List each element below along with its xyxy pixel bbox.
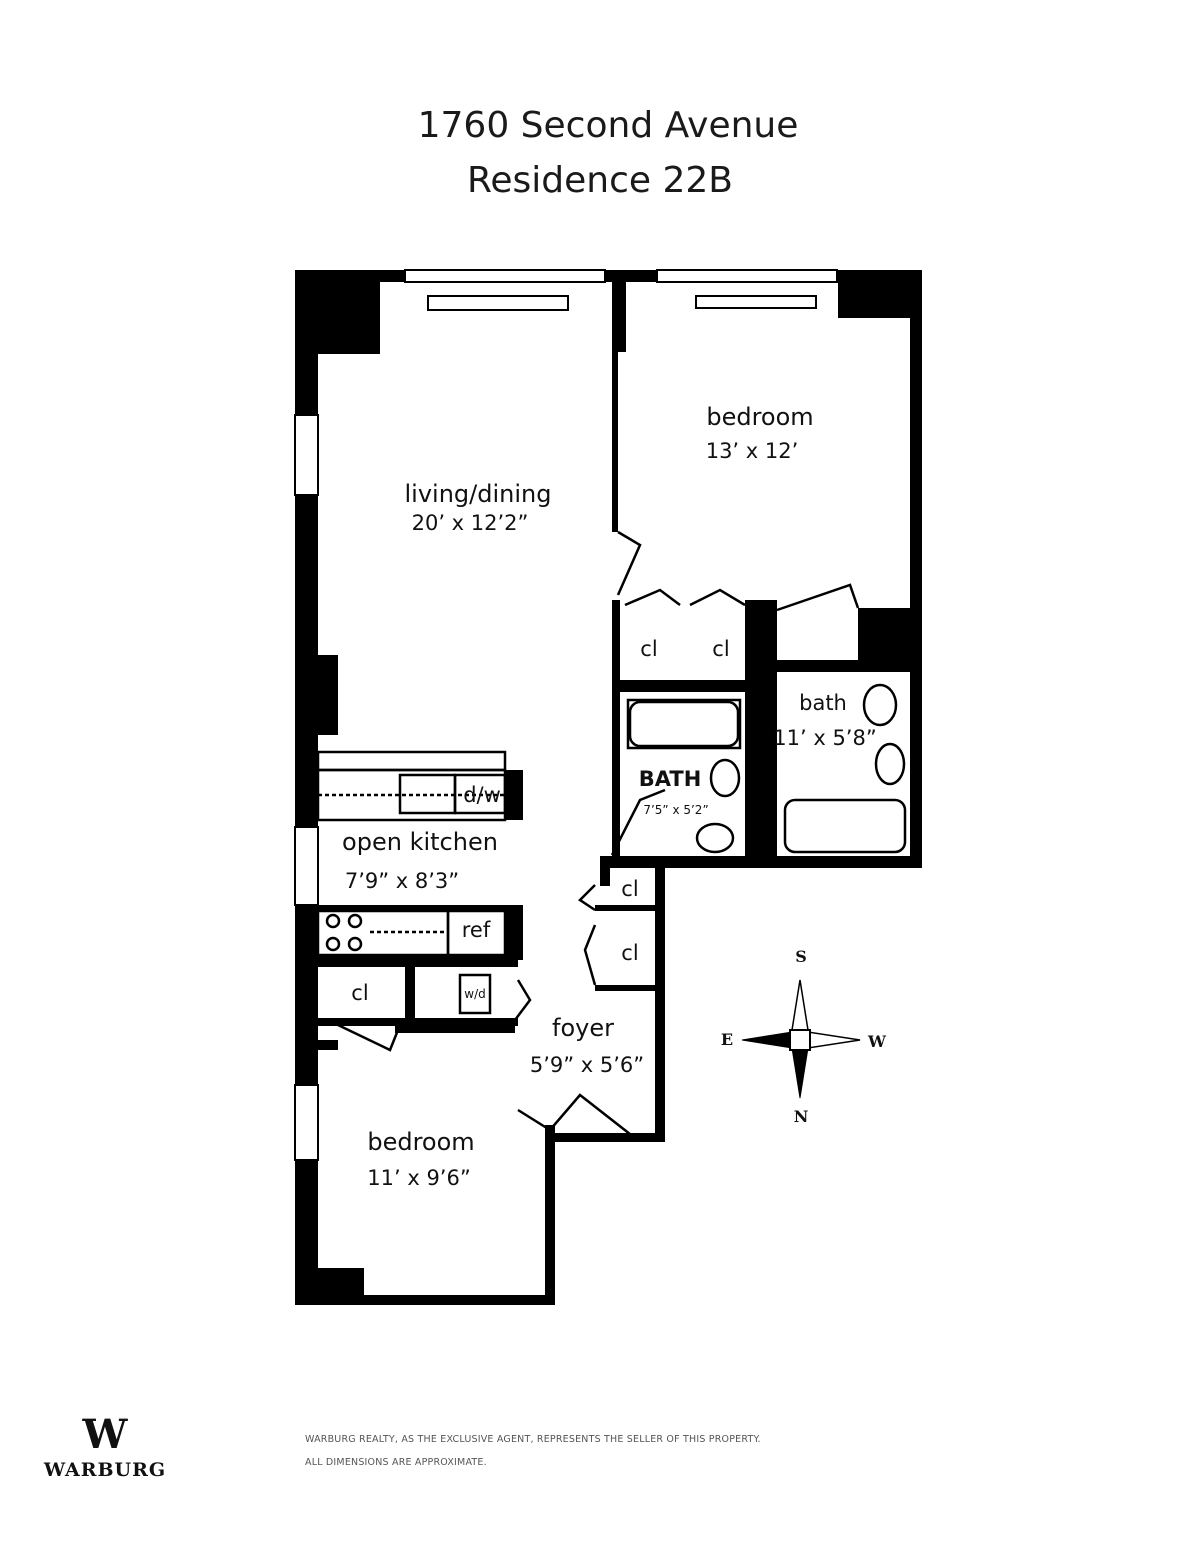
closet-label: cl [621, 877, 638, 901]
bath1-size: 11’ x 5’8” [773, 726, 876, 750]
bedroom1-size: 13’ x 12’ [706, 439, 799, 463]
property-address: 1760 Second Avenue [417, 105, 799, 146]
fridge-label: ref [462, 918, 491, 942]
closet-label: cl [351, 981, 368, 1005]
compass-south: S [795, 947, 807, 966]
windows [294, 269, 838, 1161]
kitchen-size: 7’9” x 8’3” [345, 869, 459, 893]
foyer-size: 5’9” x 5’6” [530, 1053, 644, 1077]
living-room-label: living/dining [405, 480, 552, 508]
bath2-label: BATH [639, 767, 702, 791]
compass-west: W [867, 1032, 887, 1051]
logo-mark: W [82, 1411, 128, 1458]
bath2-size: 7’5” x 5’2” [643, 803, 708, 817]
compass-north: N [794, 1107, 809, 1126]
residence-number: Residence 22B [466, 160, 733, 201]
compass-rose-icon: S E W N [721, 947, 887, 1126]
fixtures [316, 530, 907, 1139]
disclaimer-line-1: WARBURG REALTY, AS THE EXCLUSIVE AGENT, … [305, 1434, 761, 1445]
dishwasher-label: d/w [463, 783, 501, 807]
living-room-size: 20’ x 12’2” [412, 511, 529, 535]
compass-east: E [721, 1030, 733, 1049]
walls [295, 270, 922, 1305]
bedroom2-size: 11’ x 9’6” [367, 1166, 470, 1190]
closet-label: cl [640, 637, 657, 661]
bedroom2-label: bedroom [367, 1128, 474, 1156]
warburg-logo: W WARBURG [40, 1411, 170, 1482]
bath1-label: bath [799, 691, 847, 715]
washer-dryer-label: w/d [464, 987, 485, 1001]
closet-label: cl [712, 637, 729, 661]
logo-text: WARBURG [43, 1459, 167, 1481]
foyer-label: foyer [552, 1014, 614, 1042]
disclaimer-line-2: ALL DIMENSIONS ARE APPROXIMATE. [305, 1457, 487, 1468]
disclaimer: WARBURG REALTY, AS THE EXCLUSIVE AGENT, … [305, 1428, 761, 1474]
bedroom1-label: bedroom [706, 403, 813, 431]
kitchen-label: open kitchen [342, 828, 498, 856]
closet-label: cl [621, 941, 638, 965]
